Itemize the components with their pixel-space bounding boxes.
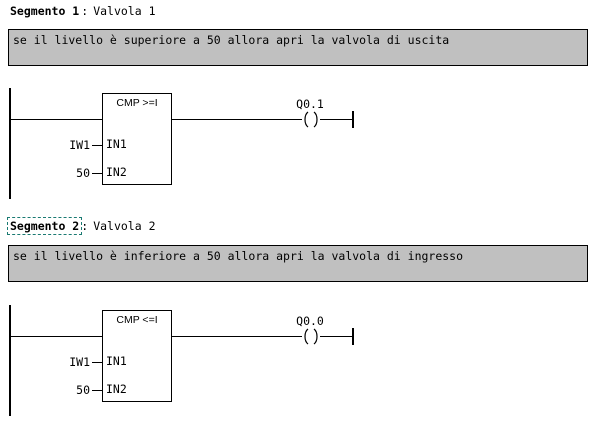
rung-wire-right-1 <box>320 119 353 120</box>
output-coil-icon-1 <box>304 111 318 128</box>
rung-wire-mid-1 <box>172 119 302 120</box>
power-rail-1 <box>9 88 11 199</box>
network-comment-box-1[interactable]: se il livello è superiore a 50 allora ap… <box>8 29 588 66</box>
pin-stub-in1-2 <box>92 362 103 363</box>
operand-in2-1[interactable]: 50 <box>76 166 90 180</box>
compare-block-2[interactable] <box>102 310 172 402</box>
coil-address-2[interactable]: Q0.0 <box>296 314 324 328</box>
compare-block-pin-in1-1: IN1 <box>106 137 127 151</box>
network-comment-text-2: se il livello è inferiore a 50 allora ap… <box>13 249 464 263</box>
rung-wire-mid-2 <box>172 336 302 337</box>
operand-in1-2[interactable]: IW1 <box>69 355 90 369</box>
coil-address-1[interactable]: Q0.1 <box>296 97 324 111</box>
rung-terminator-1 <box>352 111 354 128</box>
network-comment-box-2[interactable]: se il livello è inferiore a 50 allora ap… <box>8 245 588 282</box>
operand-in2-2[interactable]: 50 <box>76 383 90 397</box>
compare-block-pin-in2-1: IN2 <box>106 165 127 179</box>
pin-stub-in1-1 <box>92 145 103 146</box>
compare-block-pin-in2-2: IN2 <box>106 382 127 396</box>
compare-block-pin-in1-2: IN1 <box>106 354 127 368</box>
power-rail-2 <box>9 305 11 416</box>
network-label-1[interactable]: Segmento 1 <box>10 4 80 18</box>
network-separator-1: : <box>81 4 89 18</box>
pin-stub-in2-1 <box>92 173 103 174</box>
rung-wire-left-1 <box>10 119 103 120</box>
compare-block-name-1: CMP >=I <box>116 97 158 109</box>
network-label-2[interactable]: Segmento 2 <box>6 217 83 235</box>
output-coil-2[interactable] <box>301 328 321 345</box>
network-comment-text-1: se il livello è superiore a 50 allora ap… <box>13 33 450 47</box>
network-separator-2: : <box>81 219 89 233</box>
rung-wire-left-2 <box>10 336 103 337</box>
network-title-2[interactable]: Valvola 2 <box>93 219 156 233</box>
pin-stub-in2-2 <box>92 390 103 391</box>
rung-wire-right-2 <box>320 336 353 337</box>
network-header-2[interactable]: Segmento 2: Valvola 2 <box>6 217 156 235</box>
compare-block-1[interactable] <box>102 93 172 185</box>
rung-terminator-2 <box>352 328 354 345</box>
operand-in1-1[interactable]: IW1 <box>69 138 90 152</box>
output-coil-1[interactable] <box>301 111 321 128</box>
network-header-1[interactable]: Segmento 1: Valvola 1 <box>8 4 156 18</box>
compare-block-name-2: CMP <=I <box>116 314 158 326</box>
network-title-1[interactable]: Valvola 1 <box>93 4 156 18</box>
output-coil-icon-2 <box>304 328 318 345</box>
